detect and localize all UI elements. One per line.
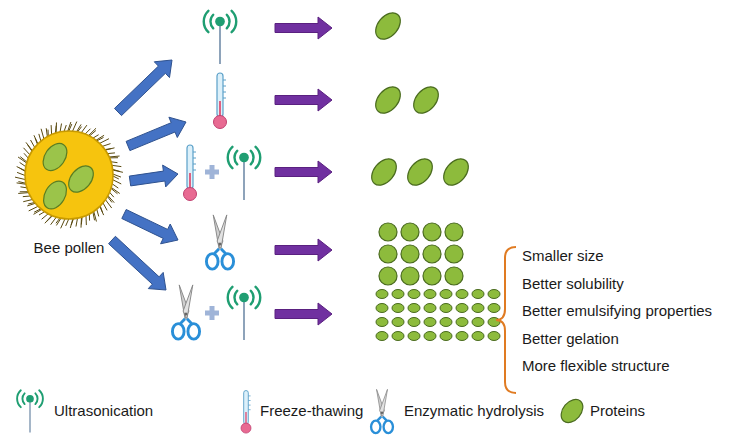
purple-arrow bbox=[275, 303, 332, 325]
blue-arrow bbox=[122, 210, 178, 244]
legend-label: Freeze-thawing bbox=[260, 402, 363, 420]
legend-label: Enzymatic hydrolysis bbox=[404, 402, 544, 420]
legend-label: Proteins bbox=[590, 402, 645, 420]
legend-scissors-icon bbox=[371, 389, 393, 433]
ultrasonication-icon bbox=[228, 147, 260, 200]
ultrasonication-icon bbox=[204, 11, 236, 64]
legend-protein-oval bbox=[557, 395, 588, 426]
property-label: Better gelation bbox=[522, 330, 619, 348]
legend-thermometer-icon bbox=[241, 391, 251, 434]
property-label: Better emulsifying properties bbox=[522, 302, 712, 320]
ultrasonication-icon bbox=[228, 287, 260, 340]
thermometer-icon bbox=[184, 145, 197, 201]
blue-arrow bbox=[115, 60, 173, 116]
blue-arrow bbox=[109, 236, 166, 290]
pollen-illustration bbox=[10, 117, 128, 233]
node-label: Bee pollen bbox=[10, 239, 128, 256]
property-label: Better solubility bbox=[522, 275, 624, 293]
blue-arrow bbox=[129, 165, 178, 187]
property-label: Smaller size bbox=[522, 247, 604, 265]
thermometer-icon bbox=[214, 73, 227, 129]
protein-grid bbox=[379, 223, 463, 285]
protein-grid-small bbox=[376, 290, 500, 341]
plus-sign bbox=[205, 306, 219, 320]
bee-pollen-grain: Bee pollen bbox=[10, 117, 128, 260]
protein-ovals bbox=[367, 8, 474, 190]
treatment-arrows bbox=[109, 60, 186, 290]
blue-arrow bbox=[126, 117, 186, 150]
scissors-icon bbox=[206, 215, 233, 269]
legend-label: Ultrasonication bbox=[54, 402, 153, 420]
purple-arrow bbox=[275, 239, 332, 261]
legend-ultrasonication-icon bbox=[17, 390, 43, 432]
purple-arrow bbox=[275, 161, 332, 183]
purple-arrow bbox=[275, 17, 332, 39]
plus-sign bbox=[205, 165, 219, 179]
purple-arrow bbox=[275, 89, 332, 111]
curly-bracket bbox=[496, 247, 516, 393]
scissors-icon bbox=[172, 285, 199, 339]
property-label: More flexible structure bbox=[522, 357, 670, 375]
result-arrows bbox=[275, 17, 332, 325]
